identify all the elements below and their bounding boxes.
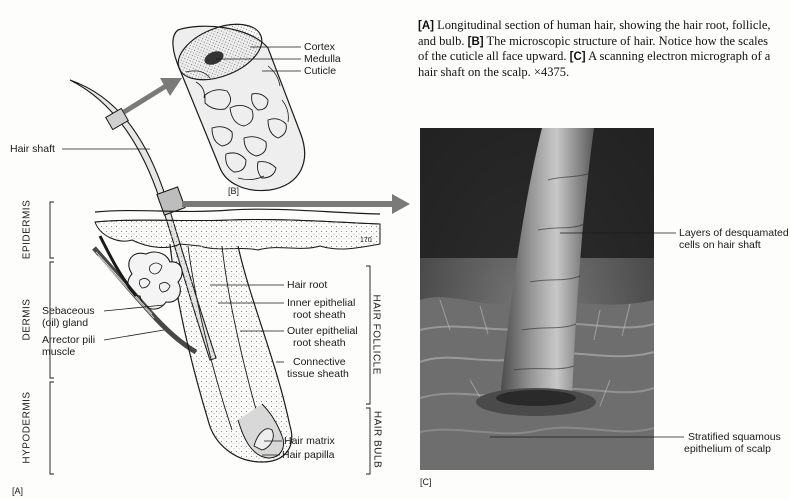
label-epidermis: EPIDERMIS (22, 195, 33, 265)
skin-layers: 170 (95, 209, 380, 250)
label-hair-follicle: HAIR FOLLICLE (371, 295, 382, 375)
label-medulla: Medulla (304, 53, 341, 65)
panel-b-tag: [B] (228, 185, 239, 197)
label-inner-sheath-2: root sheath (293, 309, 346, 321)
hair-cylinder-b (170, 13, 304, 190)
label-arrector-1: Arrector pili (42, 334, 95, 346)
panel-a-tag: [A] (12, 485, 23, 497)
label-hair-bulb: HAIR BULB (372, 409, 383, 471)
label-hair-papilla: Hair papilla (282, 449, 335, 461)
sem-micrograph (420, 128, 654, 470)
label-cortex: Cortex (304, 41, 335, 53)
label-layers-2: cells on hair shaft (679, 239, 761, 251)
label-hair-matrix: Hair matrix (284, 435, 335, 447)
label-connective-2: tissue sheath (287, 368, 349, 380)
label-connective-1: Connective (293, 356, 346, 368)
label-hair-shaft: Hair shaft (10, 143, 55, 155)
label-arrector-2: muscle (42, 346, 75, 358)
label-dermis: DERMIS (22, 291, 33, 349)
label-outer-sheath-2: root sheath (293, 337, 346, 349)
label-cuticle: Cuticle (304, 65, 336, 77)
label-sebaceous-2: (oil) gland (42, 317, 88, 329)
label-outer-sheath-1: Outer epithelial (287, 325, 358, 337)
label-inner-sheath-1: Inner epithelial (287, 297, 355, 309)
hair-follicle (170, 244, 292, 462)
panel-c-tag: [C] (420, 476, 432, 488)
label-sebaceous-1: Sebaceous (42, 305, 95, 317)
label-hypodermis: HYPODERMIS (22, 389, 33, 467)
label-strat-1: Stratified squamous (688, 431, 781, 443)
arrow-to-b (124, 78, 182, 112)
svg-text:170: 170 (360, 237, 372, 244)
label-layers-1: Layers of desquamated (679, 227, 789, 239)
follicle-brackets (366, 266, 370, 474)
label-strat-2: epithelium of scalp (684, 443, 771, 455)
label-hair-root: Hair root (287, 279, 327, 291)
